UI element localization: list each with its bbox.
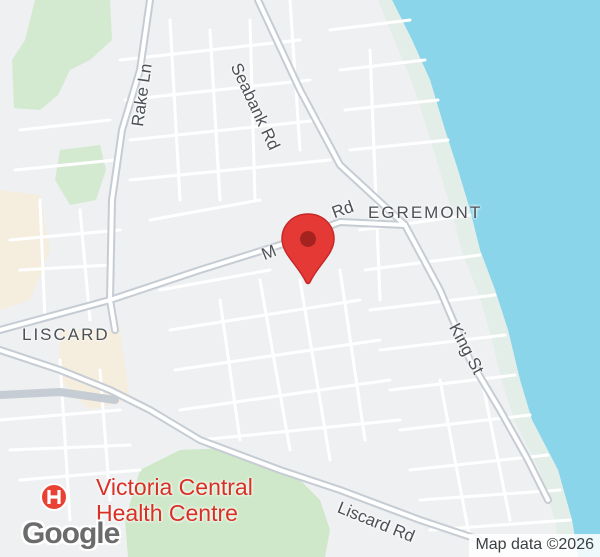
district-label-egremont: EGREMONT	[368, 203, 483, 222]
district-label-liscard: LISCARD	[22, 325, 110, 344]
water-area	[392, 0, 600, 557]
hospital-icon[interactable]	[40, 483, 68, 511]
poi-label-line1: Victoria Central	[96, 474, 253, 500]
google-logo: Google	[22, 517, 120, 550]
poi-label-line2: Health Centre	[96, 500, 238, 526]
map-attribution[interactable]: Map data ©2026	[469, 534, 600, 557]
park-south	[125, 448, 330, 557]
map-pin-icon[interactable]	[276, 210, 340, 286]
poi-label[interactable]: Victoria Central Health Centre	[96, 474, 253, 526]
park-west	[55, 145, 106, 205]
park-north	[12, 0, 112, 110]
